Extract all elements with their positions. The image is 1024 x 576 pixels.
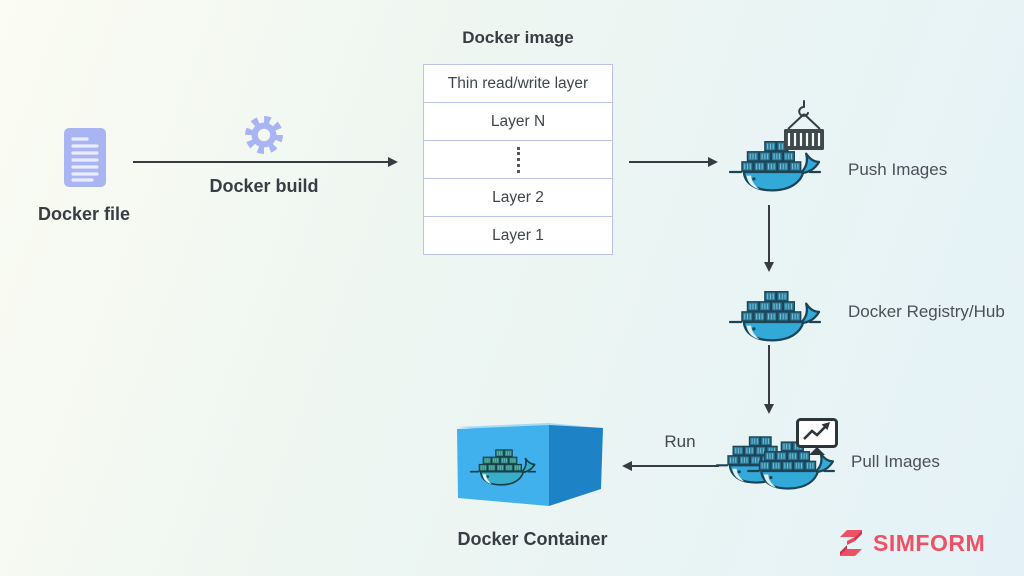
- registry-to-pull-arrow: [764, 345, 774, 414]
- layer-row-2: Layer 2: [424, 179, 612, 217]
- build-arrow: [133, 157, 398, 167]
- docker-registry-label: Docker Registry/Hub: [848, 302, 1005, 321]
- docker-image-stack: Thin read/write layer Layer N Layer 2 La…: [423, 64, 613, 255]
- layer-row-thin: Thin read/write layer: [424, 65, 612, 103]
- docker-container-box-icon: [457, 423, 603, 506]
- layer-row-ellipsis: [424, 141, 612, 179]
- docker-file-icon: [64, 128, 106, 187]
- image-to-push-arrow: [629, 157, 718, 167]
- gear-icon: [245, 116, 283, 154]
- docker-file-label: Docker file: [37, 204, 131, 224]
- docker-container-label: Docker Container: [457, 529, 608, 549]
- pull-images-label: Pull Images: [851, 452, 940, 471]
- layer-row-1: Layer 1: [492, 226, 544, 244]
- simform-logo-text: SIMFORM: [873, 529, 986, 556]
- push-images-label: Push Images: [848, 160, 948, 179]
- ellipsis-dots-icon: [516, 146, 520, 173]
- docker-build-label: Docker build: [209, 176, 319, 196]
- docker-image-title: Docker image: [462, 28, 574, 47]
- simform-logo: SIMFORM: [836, 528, 985, 558]
- push-to-registry-arrow: [764, 205, 774, 272]
- run-label: Run: [664, 432, 696, 451]
- layer-row-n: Layer N: [424, 103, 612, 141]
- simform-logo-icon: [840, 530, 862, 556]
- crane-container-icon: [784, 100, 824, 150]
- registry-whale-icon: [729, 278, 821, 344]
- monitor-chart-icon: [796, 418, 838, 455]
- run-arrow: [622, 461, 719, 471]
